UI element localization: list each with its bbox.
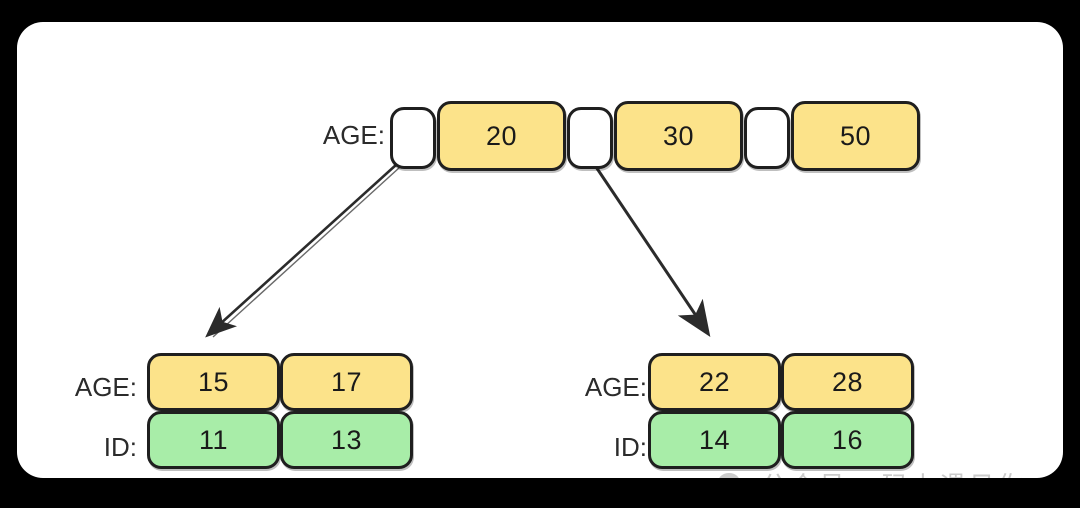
root-age-label: AGE: xyxy=(322,120,385,150)
edge-root-to-left-leaf xyxy=(205,154,411,338)
right-leaf-age-label: AGE: xyxy=(584,372,647,402)
diagram-card: AGE: 20 30 50 AGE: ID: 15 17 11 13 AGE: … xyxy=(17,22,1063,478)
left-leaf-age-17[interactable]: 17 xyxy=(280,353,413,411)
root-value-50[interactable]: 50 xyxy=(791,101,920,171)
root-pointer-0[interactable] xyxy=(390,107,436,169)
right-leaf-id-14[interactable]: 14 xyxy=(648,411,781,469)
right-leaf-age-22[interactable]: 22 xyxy=(648,353,781,411)
left-leaf-id-label: ID: xyxy=(103,432,137,462)
watermark: 公众号 · 码上遇见你 xyxy=(717,466,1027,478)
root-pointer-2[interactable] xyxy=(744,107,790,169)
root-value-20[interactable]: 20 xyxy=(437,101,566,171)
left-leaf-age-15[interactable]: 15 xyxy=(147,353,280,411)
left-leaf-id-11[interactable]: 11 xyxy=(147,411,280,469)
root-pointer-1[interactable] xyxy=(567,107,613,169)
right-leaf-id-label: ID: xyxy=(613,432,647,462)
left-leaf-id-13[interactable]: 13 xyxy=(280,411,413,469)
right-leaf-id-16[interactable]: 16 xyxy=(781,411,914,469)
right-leaf-age-28[interactable]: 28 xyxy=(781,353,914,411)
wechat-icon xyxy=(718,472,740,478)
watermark-text: 公众号 · 码上遇见你 xyxy=(761,466,1027,478)
root-value-30[interactable]: 30 xyxy=(614,101,743,171)
edge-root-to-right-leaf xyxy=(588,157,711,337)
left-leaf-age-label: AGE: xyxy=(74,372,137,402)
